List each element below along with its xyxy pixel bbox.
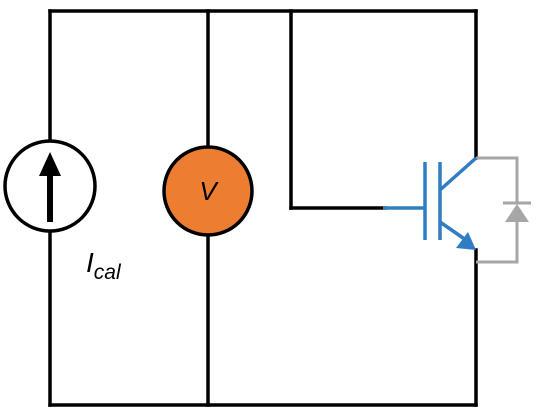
diode-bottom-lead xyxy=(476,218,519,264)
igbt-transistor xyxy=(383,156,478,250)
arrow-up-icon xyxy=(39,152,61,176)
igbt-emitter-leg xyxy=(439,220,467,242)
freewheel-diode xyxy=(476,156,531,264)
diode-triangle-icon xyxy=(505,204,529,222)
label-main: I xyxy=(86,247,94,278)
current-source-label: Ical xyxy=(86,247,122,284)
label-subscript: cal xyxy=(94,261,122,284)
voltmeter-circle xyxy=(162,145,254,237)
circuit-wires xyxy=(48,9,478,407)
diode-top-lead xyxy=(476,156,519,204)
igbt-collector-leg xyxy=(438,156,478,192)
igbt-emitter-arrow-icon xyxy=(456,232,476,250)
current-source xyxy=(3,139,97,233)
voltmeter-label: V xyxy=(199,176,219,206)
voltmeter: V xyxy=(162,145,254,237)
